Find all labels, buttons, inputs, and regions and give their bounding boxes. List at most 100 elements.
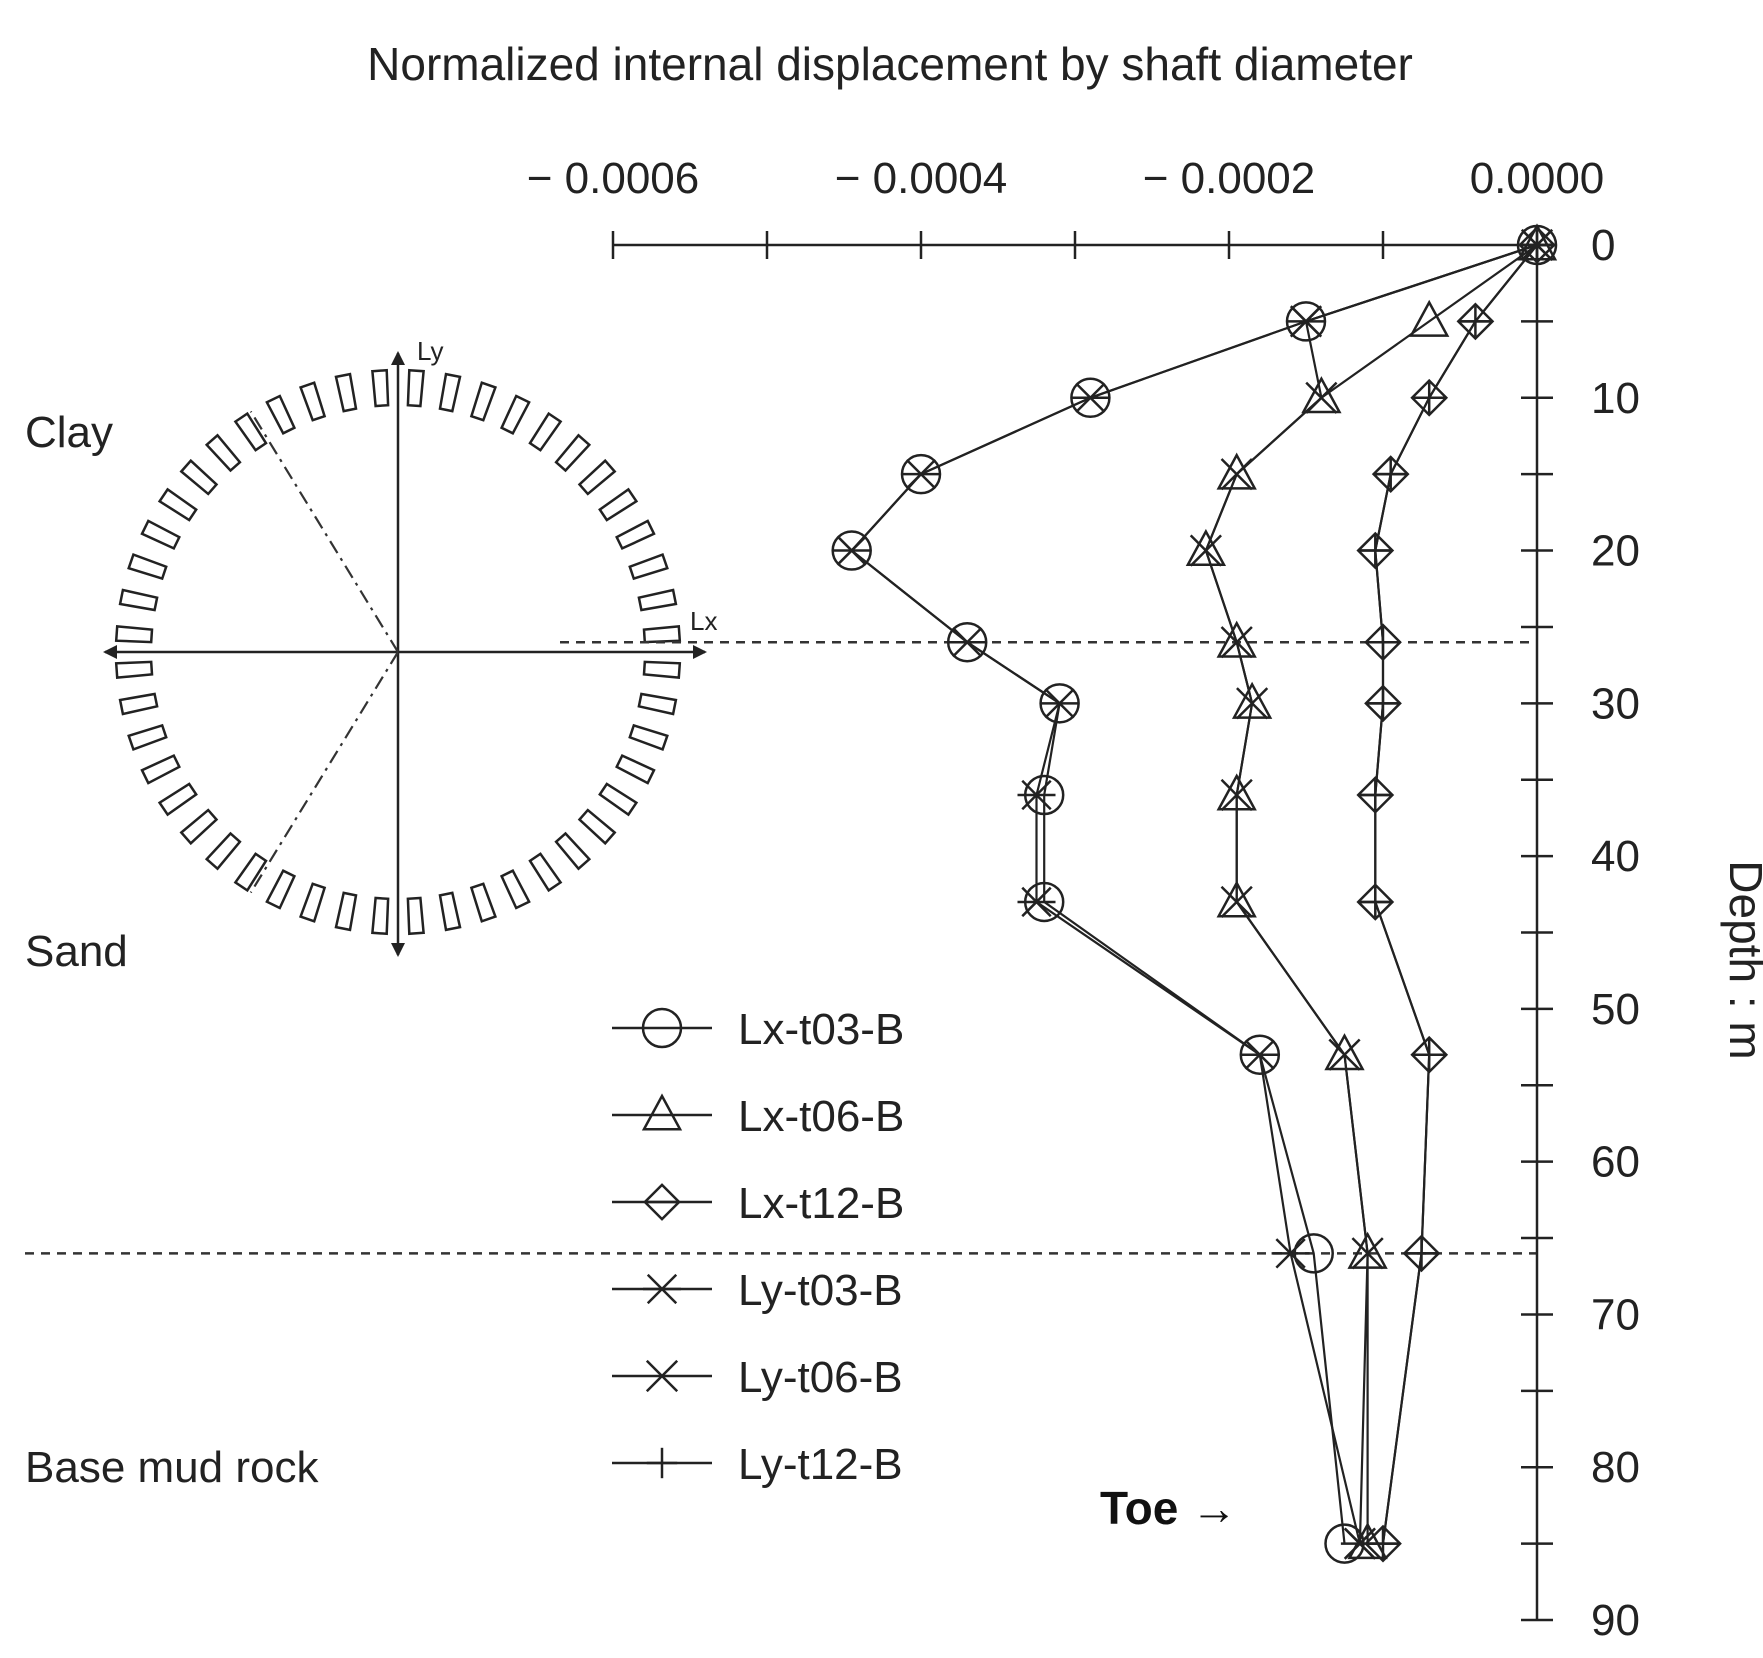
shaft-segment: [179, 458, 219, 496]
diamond-marker: [1518, 226, 1556, 264]
series-lx-t03-b: [831, 224, 1558, 1564]
arrowhead-right-icon: [693, 645, 707, 659]
y-tick-label: 60: [1591, 1138, 1640, 1187]
data-point: [646, 1447, 678, 1479]
shaft-segment: [598, 782, 639, 817]
series-line: [850, 243, 1538, 1544]
triangle-marker: [1216, 620, 1257, 658]
data-point: [1328, 1038, 1361, 1071]
data-point: [1360, 886, 1391, 918]
triangle-marker: [1301, 376, 1342, 414]
legend-label: Ly-t06-B: [738, 1353, 903, 1402]
x-marker-d2: [1351, 1237, 1384, 1270]
asterisk-marker-d2: [905, 459, 937, 490]
series-line: [1374, 244, 1538, 1544]
diagram-ly-label: Ly: [417, 336, 444, 366]
arrowhead-up-icon: [391, 351, 405, 365]
y-tick-label: 80: [1591, 1443, 1640, 1492]
x-tick-label: 0.0000: [1470, 154, 1605, 203]
shaft-segment: [140, 519, 181, 551]
data-point: [1360, 535, 1391, 566]
data-point: [1409, 299, 1450, 337]
y-tick-label: 40: [1591, 832, 1640, 881]
shaft-segment: [554, 433, 592, 473]
triangle-marker: [1409, 299, 1450, 337]
data-point: [1216, 880, 1257, 918]
data-point: [1271, 1238, 1310, 1269]
data-point: [643, 1183, 681, 1221]
shaft-segment: [528, 852, 563, 893]
shaft-segment: [598, 487, 639, 522]
shaft-segment: [233, 411, 268, 452]
shaft-segment: [406, 896, 425, 936]
data-point: [1240, 1039, 1279, 1070]
x-marker-d2: [1189, 534, 1222, 567]
data-point: [1375, 458, 1406, 490]
dash-dot-line: [249, 651, 399, 894]
x-marker-d2: [645, 1359, 679, 1393]
shaft-segment: [499, 394, 531, 435]
triangle-marker: [1216, 880, 1257, 918]
data-point: [1216, 452, 1257, 490]
data-point: [1460, 306, 1491, 337]
data-point: [1236, 687, 1269, 720]
legend-entry: Ly-t06-B: [612, 1353, 903, 1402]
asterisk-marker-d2: [646, 1273, 678, 1305]
legend-entry: Ly-t03-B: [612, 1266, 903, 1315]
layer-boundaries: [25, 640, 1537, 1255]
data-point: [1305, 381, 1338, 414]
shaft-segment: [140, 753, 181, 785]
series-layer: [831, 223, 1558, 1564]
legend-label: Ly-t12-B: [738, 1440, 903, 1489]
chart-title: Normalized internal displacement by shaf…: [367, 38, 1413, 90]
diamond-marker: [1356, 883, 1395, 921]
shaft-segment: [615, 753, 656, 785]
data-point: [1414, 382, 1445, 413]
shaft-segment: [157, 487, 198, 522]
legend-entry: Lx-t06-B: [612, 1092, 904, 1141]
diamond-marker: [1410, 378, 1449, 417]
data-point: [641, 1007, 683, 1049]
triangle-marker: [1324, 1033, 1365, 1071]
data-point: [1289, 305, 1323, 338]
shaft-segment: [371, 896, 390, 936]
data-point: [1521, 229, 1553, 261]
legend-label: Lx-t03-B: [738, 1005, 904, 1054]
x-marker-d2: [1289, 305, 1323, 338]
shaft-segment: [334, 891, 358, 932]
asterisk-marker-d2: [1044, 688, 1075, 719]
triangle-marker: [1231, 681, 1273, 719]
data-point: [1220, 885, 1253, 919]
asterisk-marker-d2: [1021, 779, 1052, 811]
data-point: [1360, 779, 1391, 811]
x-marker-d2: [1220, 626, 1253, 659]
shaft-segment: [298, 381, 327, 422]
series-line: [1374, 244, 1538, 1544]
shaft-segment: [438, 372, 462, 413]
data-point: [1351, 1237, 1384, 1270]
x-marker-d2: [1328, 1038, 1361, 1071]
data-point: [1414, 1039, 1445, 1070]
shaft-segment: [265, 869, 297, 910]
shaft-segment: [118, 692, 159, 716]
shaft-segment: [334, 372, 358, 413]
asterisk-marker-d2: [836, 535, 867, 566]
diagram-lx-label: Lx: [690, 606, 717, 636]
arrowhead-left-icon: [103, 645, 117, 659]
shaft-segment: [118, 588, 159, 612]
data-point: [641, 1093, 683, 1131]
shaft-segment: [179, 808, 219, 846]
data-point: [1324, 1033, 1365, 1071]
shaft-segment: [406, 368, 425, 408]
data-point: [1216, 620, 1257, 658]
legend-label: Lx-t06-B: [738, 1092, 904, 1141]
arrowhead-down-icon: [391, 943, 405, 957]
y-axis-label: Depth : m: [1720, 860, 1763, 1059]
series-line: [850, 243, 1538, 1544]
data-point: [643, 1273, 681, 1305]
x-marker-d2: [1220, 458, 1253, 491]
y-tick-label: 70: [1591, 1290, 1640, 1339]
series-line: [1204, 243, 1538, 1544]
shaft-segment: [469, 882, 498, 923]
